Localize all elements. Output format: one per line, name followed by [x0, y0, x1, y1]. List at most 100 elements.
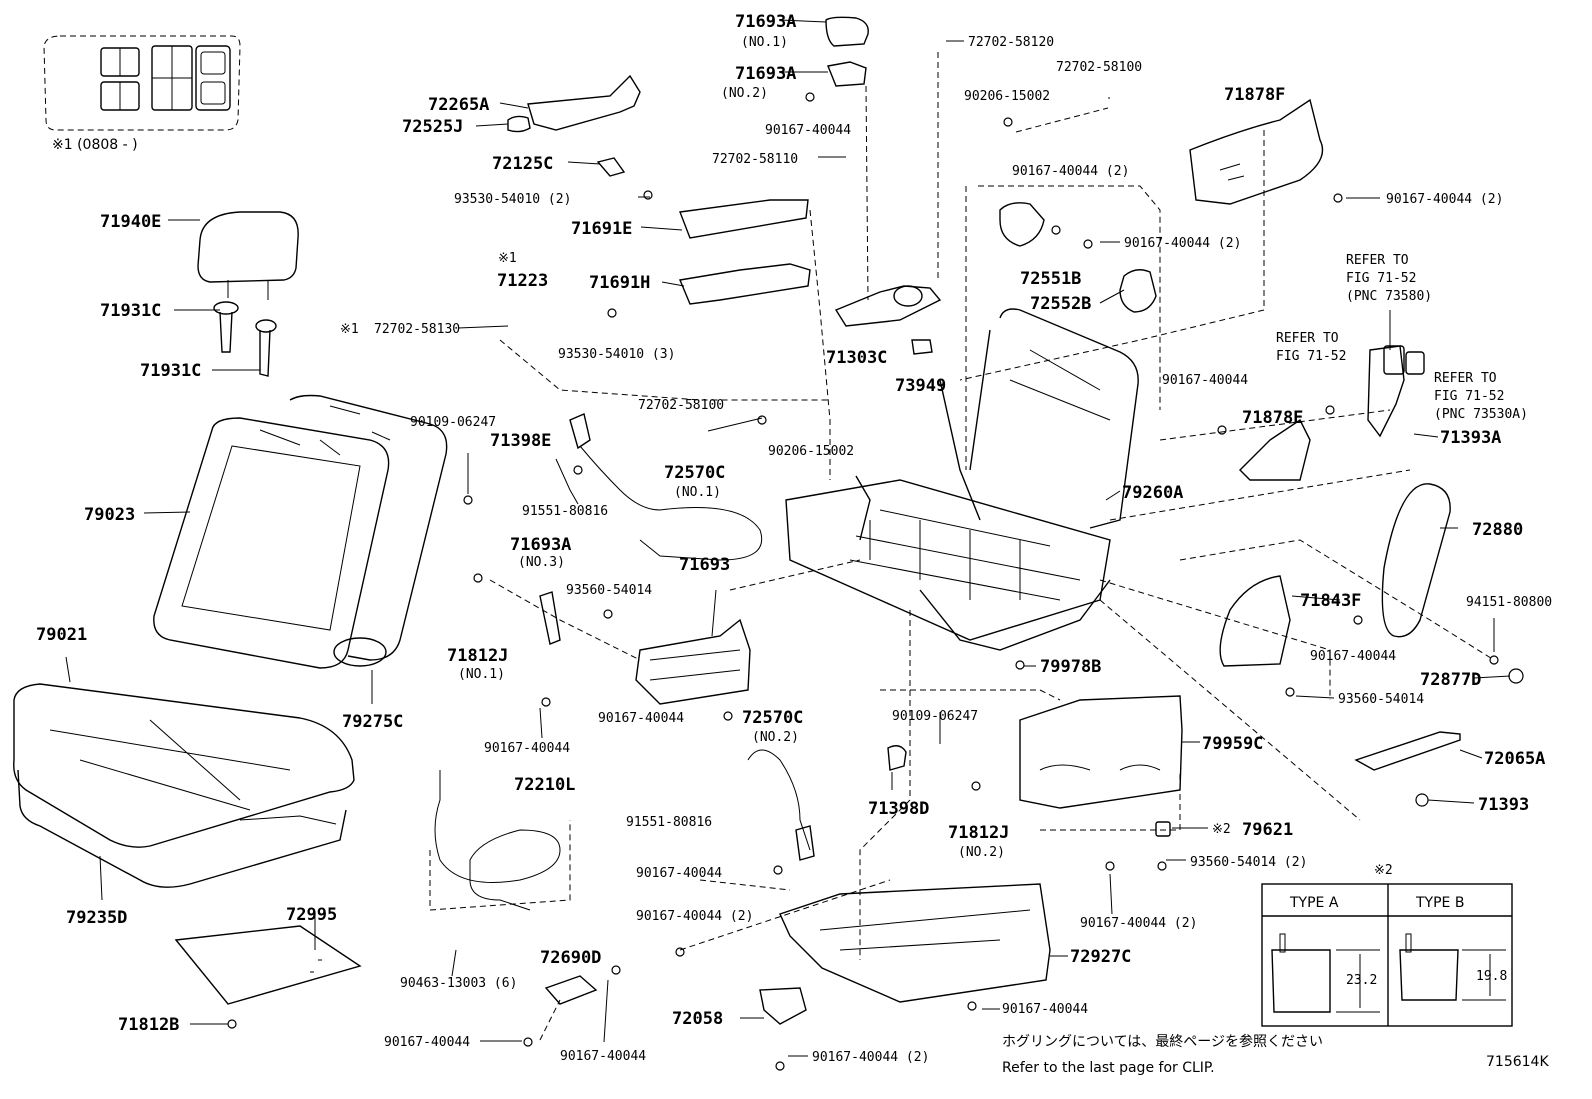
- part-label: 72265A: [428, 95, 489, 115]
- part-label: 71691E: [571, 219, 632, 239]
- refer-note-line: FIG 71-52: [1346, 271, 1416, 286]
- part-label: 71940E: [100, 212, 161, 232]
- part-sub-label: (NO.2): [752, 730, 799, 745]
- type-b-dim: 19.8: [1476, 969, 1507, 984]
- lower-parts-drawing: [434, 413, 1461, 1025]
- part-label: 79959C: [1202, 734, 1263, 754]
- part-label: 72210L: [514, 775, 575, 795]
- part-sub-label: (NO.2): [721, 86, 768, 101]
- part-prefix: ※2: [1212, 822, 1231, 837]
- leader-lines: [65, 19, 1511, 1057]
- part-label: 73949: [895, 376, 946, 396]
- part-label: 71843F: [1300, 591, 1361, 611]
- part-label: 90167-40044: [1002, 1002, 1088, 1017]
- part-label: 71812J: [948, 823, 1009, 843]
- part-sub-label: (NO.2): [958, 845, 1005, 860]
- refer-notes: REFER TO FIG 71-52 (PNC 73580) REFER TO …: [1276, 253, 1528, 422]
- switch-inset: ※1 (0808 - ): [43, 35, 241, 153]
- type-table: ※2 TYPE A TYPE B 23.2 19.8: [1261, 863, 1513, 1027]
- refer-note-line: FIG 71-52: [1276, 349, 1346, 364]
- refer-note-line: REFER TO: [1346, 253, 1409, 268]
- part-label: 71398D: [868, 799, 929, 819]
- part-label: 90167-40044 (2): [1124, 236, 1241, 251]
- clip-note-jp: ホグリングについては、最終ページを参照ください: [1002, 1033, 1323, 1050]
- part-label: 94151-80800: [1466, 595, 1552, 610]
- part-label: 93560-54014: [1338, 692, 1424, 707]
- part-label: 71393A: [1440, 428, 1501, 448]
- part-label: 72877D: [1420, 670, 1481, 690]
- part-label: 79275C: [342, 712, 403, 732]
- part-sub-label: (NO.1): [458, 667, 505, 682]
- part-label: 90167-40044 (2): [812, 1050, 929, 1065]
- part-label: 71393: [1478, 795, 1529, 815]
- part-label: 71691H: [589, 273, 650, 293]
- part-label: 79235D: [66, 908, 127, 928]
- part-label: 90167-40044: [1310, 649, 1396, 664]
- part-label: 72058: [672, 1009, 723, 1029]
- part-label: 72880: [1472, 520, 1523, 540]
- part-label: 72551B: [1020, 269, 1081, 289]
- part-label: 90109-06247: [892, 709, 978, 724]
- part-label: 71693A: [735, 64, 796, 84]
- part-label: 72570C: [664, 463, 725, 483]
- part-label: 71693A: [735, 12, 796, 32]
- part-label: 90206-15002: [964, 89, 1050, 104]
- part-label: 72570C: [742, 708, 803, 728]
- headrest-drawing: [197, 211, 299, 377]
- part-label: 72702-58110: [712, 152, 798, 167]
- type-a-label: TYPE A: [1289, 895, 1339, 911]
- part-label: 79023: [84, 505, 135, 525]
- refer-note-line: REFER TO: [1434, 371, 1497, 386]
- part-sub-label: (NO.3): [518, 555, 565, 570]
- part-label: 90167-40044 (2): [1080, 916, 1197, 931]
- part-label: 91551-80816: [522, 504, 608, 519]
- assembly-lines: [429, 52, 1495, 1041]
- part-label: 72702-58120: [968, 35, 1054, 50]
- part-label: 90463-13003 (6): [400, 976, 517, 991]
- part-label: 72995: [286, 905, 337, 925]
- drawing-code: 715614K: [1486, 1054, 1549, 1070]
- part-label: 71878E: [1242, 408, 1303, 428]
- part-prefix: ※1: [498, 251, 517, 266]
- part-sub-label: (NO.1): [674, 485, 721, 500]
- upper-brackets-drawing: [507, 16, 942, 355]
- part-label: 90167-40044: [560, 1049, 646, 1064]
- part-label: 90167-40044: [384, 1035, 470, 1050]
- part-label: 90167-40044: [598, 711, 684, 726]
- part-label: 72065A: [1484, 749, 1545, 769]
- part-label: 71693A: [510, 535, 571, 555]
- inset-date-label: ※1 (0808 - ): [52, 137, 138, 153]
- part-label: 71303C: [826, 348, 887, 368]
- part-label: 71812B: [118, 1015, 179, 1035]
- part-prefix: ※1: [340, 322, 359, 337]
- refer-note-line: FIG 71-52: [1434, 389, 1504, 404]
- part-label: 72702-58100: [1056, 60, 1142, 75]
- part-label: 90167-40044: [484, 741, 570, 756]
- part-labels: 71693A (NO.1) 71693A (NO.2) 72702-58120 …: [36, 12, 1552, 1065]
- seat-frame-drawing: [785, 308, 1139, 651]
- part-label: 71931C: [140, 361, 201, 381]
- part-label: 90167-40044 (2): [1386, 192, 1503, 207]
- part-label: 93530-54010 (3): [558, 347, 675, 362]
- part-label: 90167-40044: [1162, 373, 1248, 388]
- type-a-dim: 23.2: [1346, 973, 1377, 988]
- part-label: 93530-54010 (2): [454, 192, 571, 207]
- part-label: 90109-06247: [410, 415, 496, 430]
- part-label: 71693: [679, 555, 730, 575]
- part-label: 71931C: [100, 301, 161, 321]
- part-label: 93560-54014 (2): [1190, 855, 1307, 870]
- part-label: 90167-40044: [636, 866, 722, 881]
- clip-note-en: Refer to the last page for CLIP.: [1002, 1060, 1215, 1076]
- refer-note-line: (PNC 73580): [1346, 289, 1432, 304]
- frame-side-parts-drawing: [999, 98, 1451, 667]
- part-label: 90206-15002: [768, 444, 854, 459]
- part-label: 93560-54014: [566, 583, 652, 598]
- part-label: 71398E: [490, 431, 551, 451]
- refer-note-line: REFER TO: [1276, 331, 1339, 346]
- part-label: 72702-58100: [638, 398, 724, 413]
- part-label: 72552B: [1030, 294, 1091, 314]
- part-label: 90167-40044: [765, 123, 851, 138]
- type-b-label: TYPE B: [1415, 895, 1464, 911]
- part-label: 72125C: [492, 154, 553, 174]
